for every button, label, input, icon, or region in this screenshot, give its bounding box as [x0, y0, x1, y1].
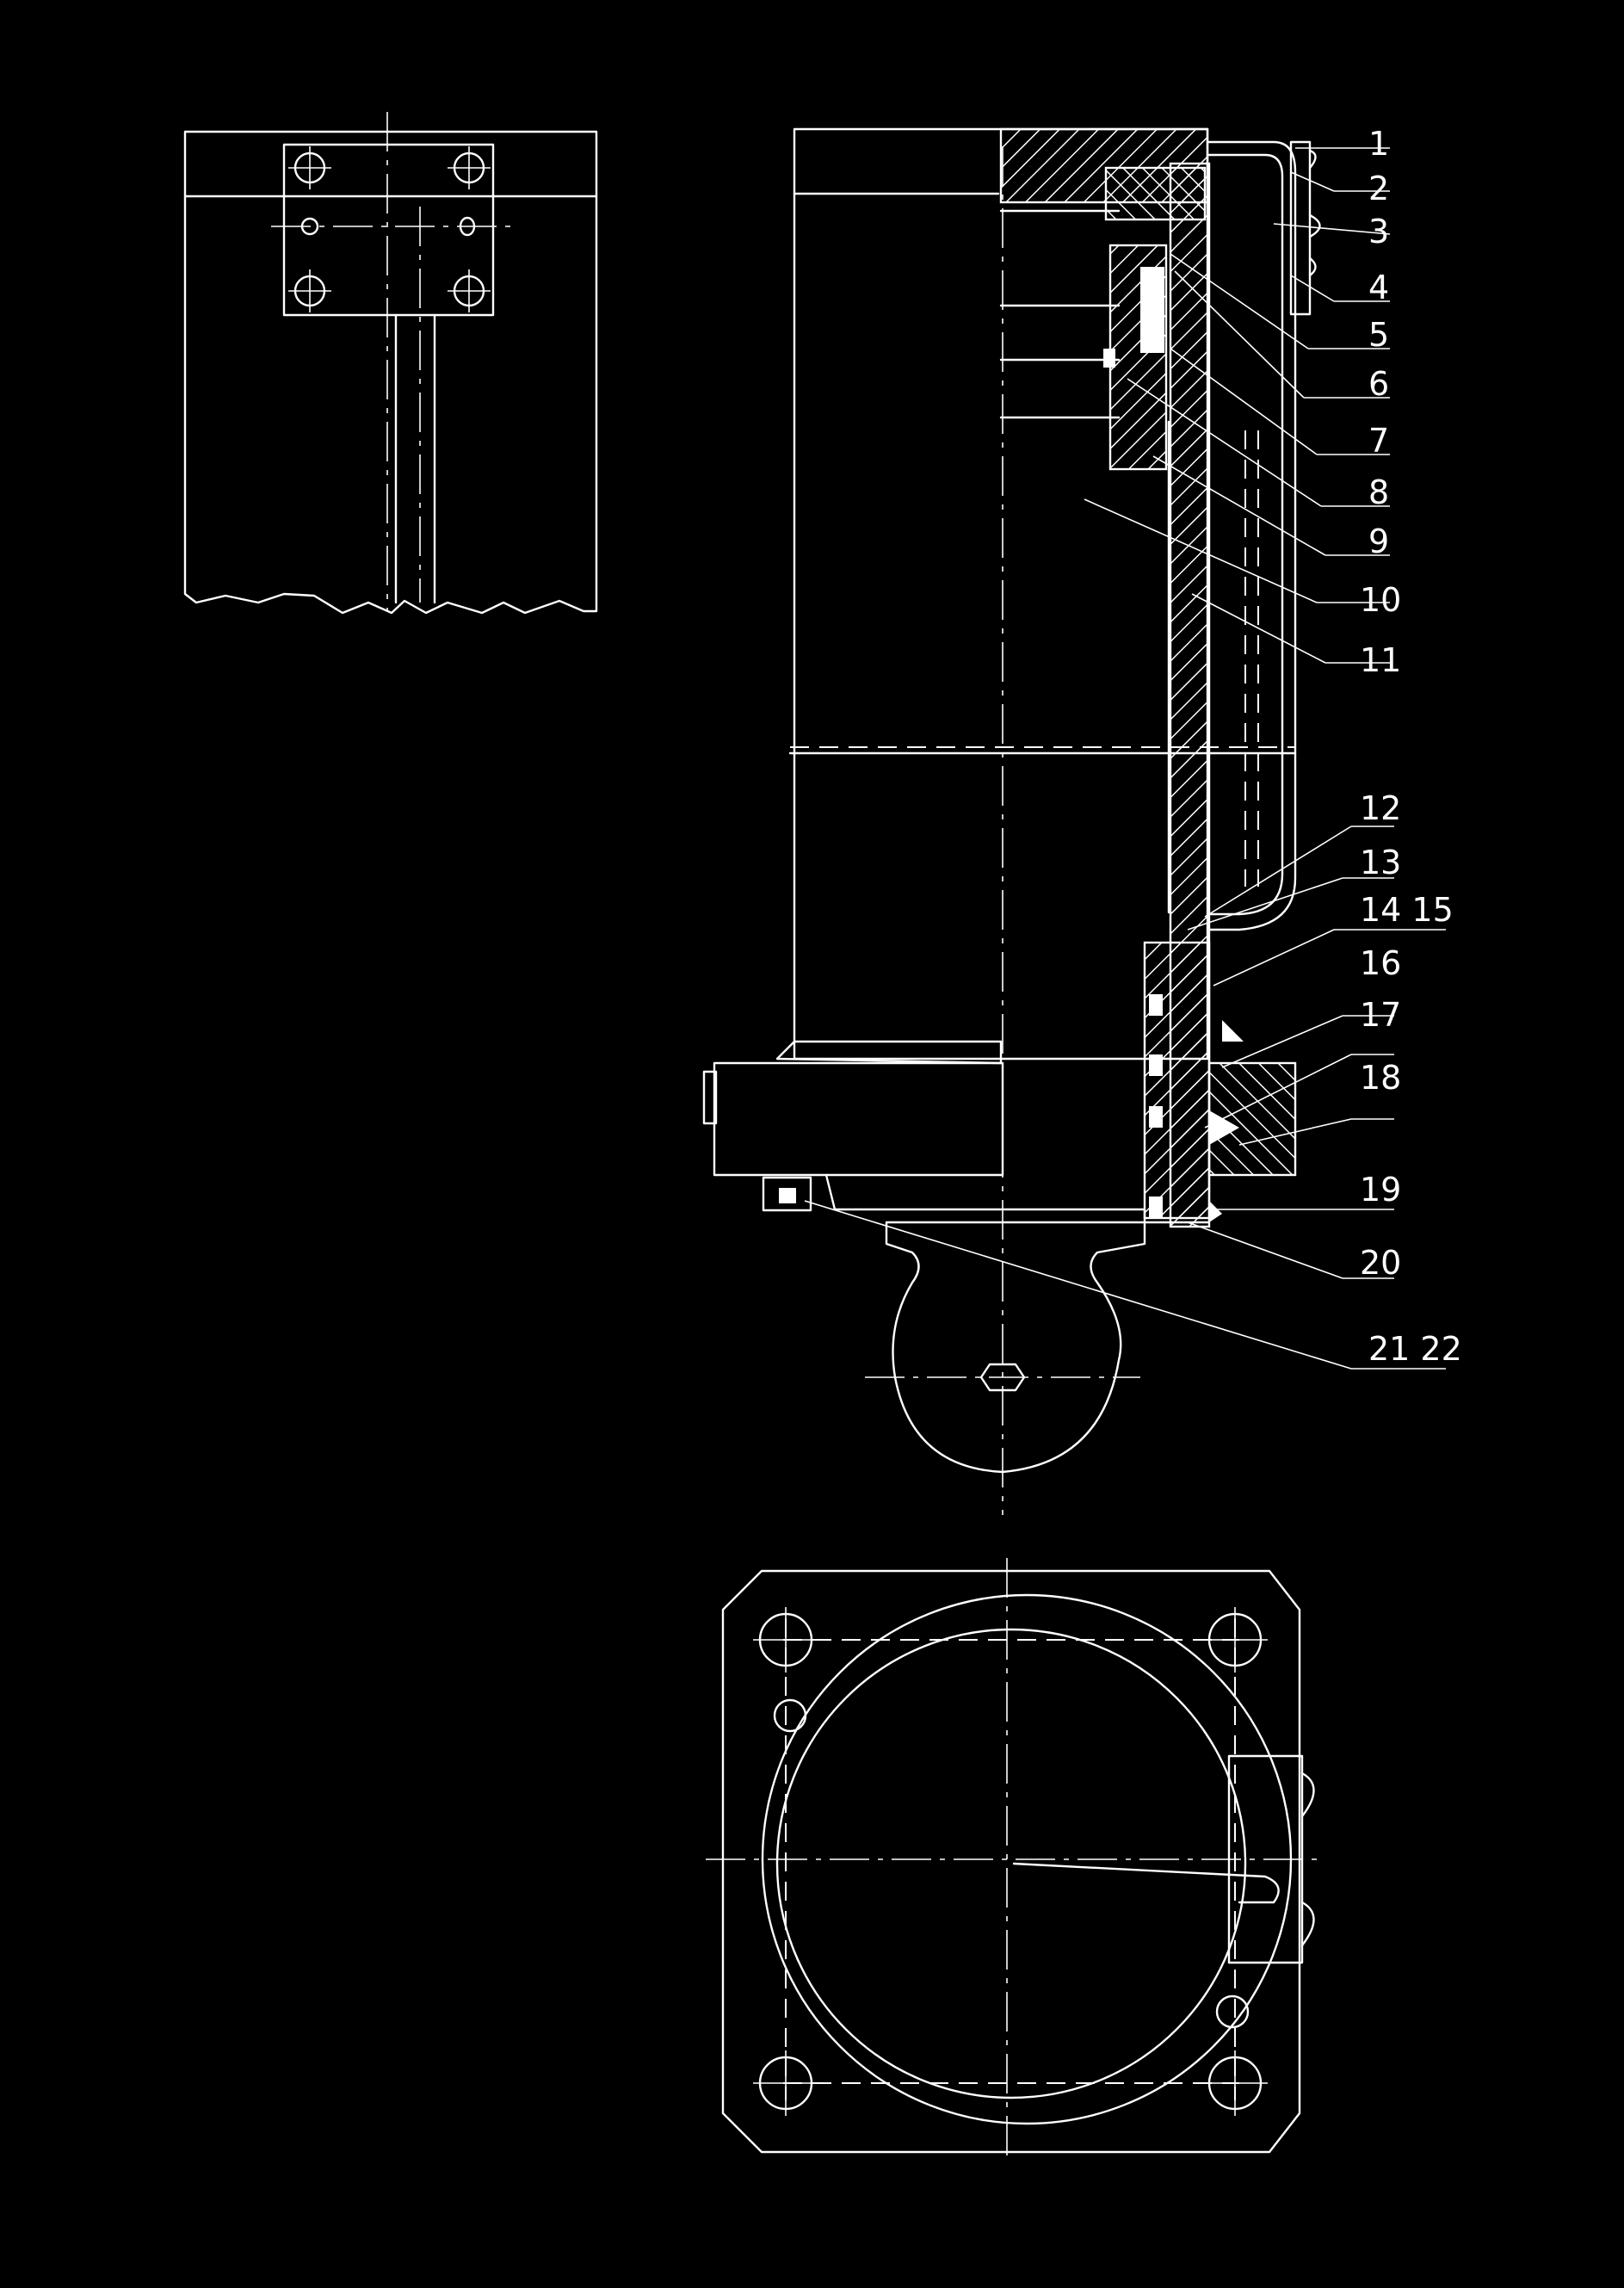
callout-10: 10 [1360, 581, 1401, 619]
callout-3: 3 [1368, 213, 1389, 250]
callout-11: 11 [1360, 641, 1401, 679]
bolt-hole-icon [448, 146, 491, 189]
callout-20: 20 [1360, 1244, 1401, 1282]
callout-17: 17 [1360, 996, 1401, 1034]
leader-lines [804, 147, 1446, 1370]
callout-7: 7 [1368, 422, 1389, 460]
bolt-hole-icon [288, 269, 331, 312]
callout-1: 1 [1368, 125, 1389, 163]
callout-14-15: 14 15 [1360, 891, 1454, 929]
callout-2: 2 [1368, 170, 1389, 207]
base-plan-view [706, 1558, 1325, 2156]
callout-9: 9 [1368, 523, 1389, 560]
mount-hole-icon [753, 1607, 818, 1673]
bolt-hole-icon [448, 269, 491, 312]
bolt-hole-icon [288, 146, 331, 189]
mount-hole-icon [1202, 1607, 1268, 1673]
side-detail-view [183, 112, 598, 615]
callout-4: 4 [1368, 269, 1389, 306]
cylinder-main-view [702, 127, 1321, 1515]
callout-5: 5 [1368, 316, 1389, 354]
callout-16: 16 [1360, 944, 1401, 982]
pivot-pin-icon [865, 1363, 1140, 1392]
mount-hole-icon [753, 2050, 818, 2116]
callout-6: 6 [1368, 365, 1389, 403]
callout-21-22: 21 22 [1368, 1330, 1462, 1368]
mount-hole-icon [1202, 2050, 1268, 2116]
callout-12: 12 [1360, 789, 1401, 827]
callout-labels: 1 2 3 4 5 6 7 8 9 10 11 12 13 14 15 16 1… [1360, 125, 1462, 1368]
callout-18: 18 [1360, 1059, 1401, 1097]
callout-19: 19 [1360, 1171, 1401, 1209]
callout-8: 8 [1368, 473, 1389, 511]
callout-13: 13 [1360, 844, 1401, 881]
